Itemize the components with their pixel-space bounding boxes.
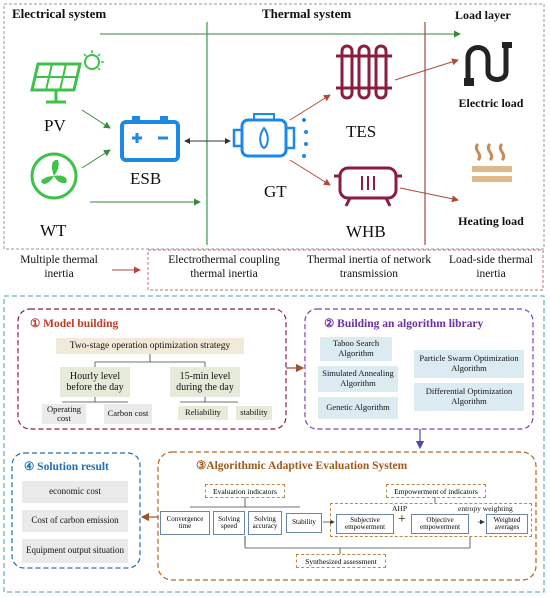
reliability-box: Reliability [178,406,228,420]
arrow-tes-load [394,58,459,81]
evaluation-frame [157,451,537,581]
arrow-pv-esb [81,109,111,129]
arrow-gt-whb [289,159,331,186]
evaluation-indicators-box: Evaluation indicators [205,484,285,498]
strategy-box: Two-stage operation optimization strateg… [56,338,244,354]
entropy-label: entropy weighting [458,504,513,513]
load-inertia-label: Load-side thermal inertia [449,254,533,281]
section-electrical-label: Electrical system [12,6,107,21]
subjective-box: Subjective empowerment [336,514,394,534]
arrow-whb-heat [399,187,459,203]
multiple-inertia-label: Multiple thermal inertia [20,254,98,281]
heating-load-label: Heating load [458,214,524,228]
heating-load-icon [470,140,516,184]
bottom-frame [3,295,545,593]
operating-cost-box: Operating cost [42,404,86,424]
arrow-gt-tes [289,94,331,121]
hourly-box: Hourly level before the day [60,367,130,397]
convergence-time-box: Convergence time [160,511,210,535]
waste-heat-boiler-icon [330,162,406,210]
objective-box: Objective empowerment [411,514,469,534]
weighted-averages-box: Weighted averages [486,514,528,534]
carbon-emission-box: Cost of carbon emission [22,510,128,532]
whb-label: WHB [346,222,386,241]
solution-title: ④ Solution result [24,461,109,473]
top-frame [3,3,545,250]
empowerment-indicators-box: Empowerment of indicators [386,484,486,498]
arrow-wt-esb [81,149,111,169]
pv-label: PV [44,116,66,135]
algorithm-library-title: ② Building an algorithm library [324,318,484,330]
electric-load-icon [462,38,518,88]
model-frame [17,308,287,430]
thermal-storage-icon [334,42,394,102]
inertia-frame [147,249,544,291]
electric-load-label: Electric load [458,96,524,110]
tes-label: TES [346,122,377,141]
carbon-cost-box: Carbon cost [104,404,152,424]
wind-turbine-icon [28,150,80,202]
ahp-label: AHP [392,504,408,513]
network-inertia-label: Thermal inertia of network transmission [306,254,432,281]
solving-speed-box: Solving speed [213,511,245,535]
coupling-inertia-label: Electrothermal coupling thermal inertia [168,254,280,281]
algorithm-frame [304,308,534,430]
solving-accuracy-box: Solving accuracy [248,511,282,535]
simulated-annealing-box: Simulated Annealing Algorithm [318,366,398,392]
equipment-output-box: Equipment output situation [22,539,128,563]
particle-swarm-box: Particle Swarm Optimization Algorithm [414,350,524,378]
battery-icon [118,112,182,164]
section-load-label: Load layer [455,8,511,22]
stability-box: stability [236,406,272,420]
solution-frame [11,452,141,569]
stability-indicator-box: Stability [286,513,322,533]
differential-optimization-box: Differential Optimization Algorithm [414,383,524,411]
empowerment-frame [330,503,532,537]
gt-label: GT [264,182,287,201]
evaluation-title: ③Algorithmic Adaptive Evaluation System [196,460,408,472]
synthesized-assessment-box: Synthesized assessment [296,554,386,568]
solar-panel-icon [28,48,108,108]
taboo-search-box: Taboo Search Algorithm [320,337,392,361]
min15-box: 15-min level during the day [170,367,240,397]
esb-label: ESB [130,169,162,188]
gas-turbine-icon [232,110,314,166]
wt-label: WT [40,221,67,240]
section-thermal-label: Thermal system [262,6,352,21]
plus-sign: + [398,512,406,527]
economic-cost-box: economic cost [22,481,128,503]
model-building-title: ① Model building [30,318,119,330]
genetic-algorithm-box: Genetic Algorithm [318,397,398,419]
